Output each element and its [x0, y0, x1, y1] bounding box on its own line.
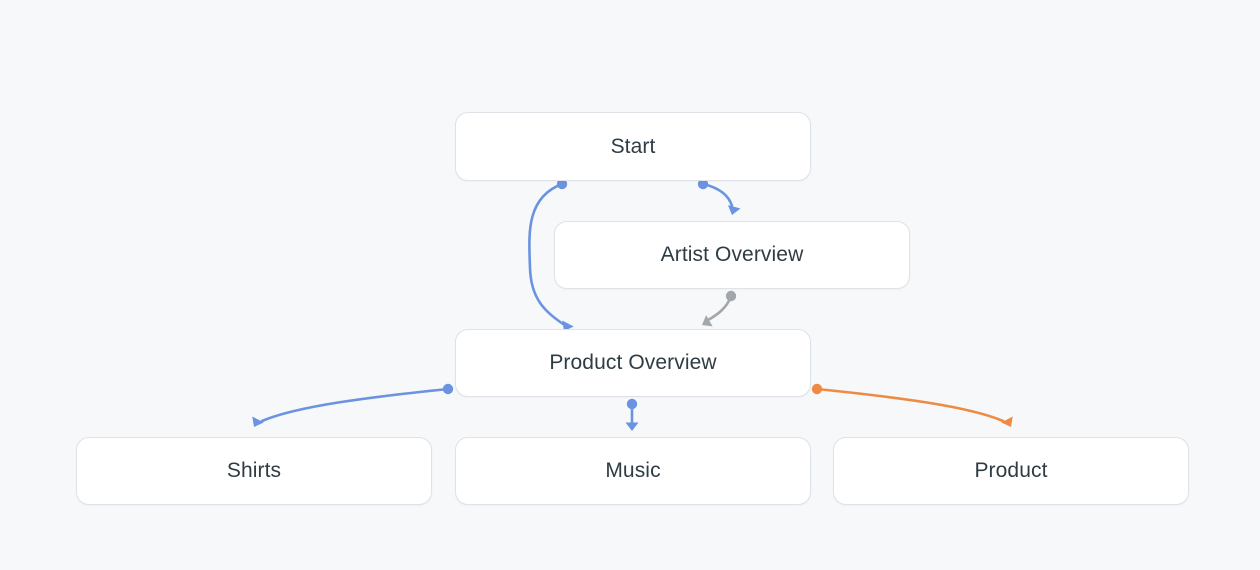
edge-product-overview-to-product[interactable] — [811, 383, 1017, 430]
edge-product-overview-to-music[interactable] — [625, 398, 639, 431]
edge-source-handle-product-overview-to-product[interactable] — [811, 383, 823, 395]
edge-arrowhead-product-overview-to-music — [625, 422, 639, 431]
edge-path-product-overview-to-shirts — [260, 387, 450, 423]
node-label-product: Product — [974, 459, 1048, 482]
edge-arrowhead-product-overview-to-product — [1001, 416, 1013, 427]
node-label-music: Music — [605, 459, 661, 482]
edge-arrowhead-product-overview-to-shirts — [252, 416, 264, 427]
edge-start-to-artist-overview[interactable] — [697, 178, 741, 217]
edge-path-artist-overview-to-product-overview — [706, 294, 733, 322]
node-artist_overview[interactable]: Artist Overview — [554, 221, 910, 289]
node-label-start: Start — [610, 134, 656, 158]
edge-artist-overview-to-product-overview[interactable] — [699, 290, 737, 331]
node-start[interactable]: Start — [455, 112, 811, 181]
edge-path-start-to-artist-overview — [701, 182, 734, 208]
node-product_overview[interactable]: Product Overview — [455, 329, 811, 397]
node-label-shirts: Shirts — [226, 459, 282, 482]
edge-arrowhead-start-to-artist-overview — [727, 205, 741, 215]
edge-product-overview-to-shirts[interactable] — [248, 383, 454, 430]
edge-source-handle-product-overview-to-music[interactable] — [626, 398, 638, 410]
edge-path-product-overview-to-product — [815, 387, 1005, 423]
edge-source-handle-artist-overview-to-product-overview[interactable] — [725, 290, 737, 302]
node-product[interactable]: Product — [833, 437, 1189, 505]
node-shirts[interactable]: Shirts — [76, 437, 432, 505]
node-label-artist_overview: Artist Overview — [660, 243, 804, 266]
edge-source-handle-product-overview-to-shirts[interactable] — [442, 383, 454, 395]
node-music[interactable]: Music — [455, 437, 811, 505]
node-label-product_overview: Product Overview — [549, 351, 717, 374]
